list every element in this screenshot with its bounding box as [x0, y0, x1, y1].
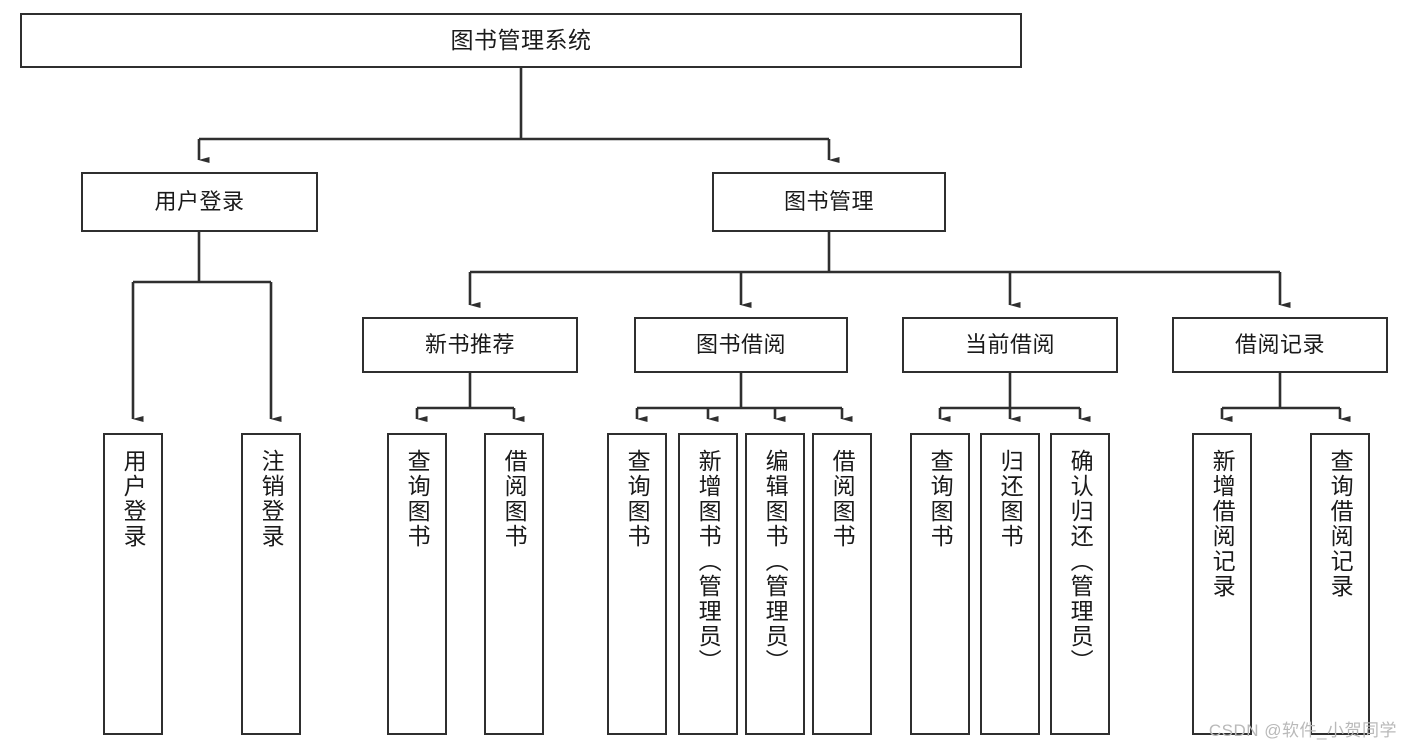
node-label: 确认归还（管理员）: [1067, 449, 1094, 674]
node-label: 用户登录: [120, 449, 147, 549]
node-label: 编辑图书（管理员）: [762, 449, 789, 674]
leaf-add-book-admin[interactable]: 新增图书（管理员）: [678, 433, 738, 735]
node-user-login[interactable]: 用户登录: [81, 172, 318, 232]
node-book-management[interactable]: 图书管理: [712, 172, 946, 232]
node-label: 借阅图书: [829, 449, 856, 549]
leaf-user-login[interactable]: 用户登录: [103, 433, 163, 735]
leaf-borrow-books-1[interactable]: 借阅图书: [484, 433, 544, 735]
leaf-logout-login[interactable]: 注销登录: [241, 433, 301, 735]
node-root-system[interactable]: 图书管理系统: [20, 13, 1022, 68]
node-label: 查询图书: [927, 449, 954, 549]
node-label: 查询图书: [404, 449, 431, 549]
node-book-borrow[interactable]: 图书借阅: [634, 317, 848, 373]
node-label: 当前借阅: [964, 332, 1055, 358]
node-label: 借阅图书: [501, 449, 528, 549]
leaf-confirm-return-admin[interactable]: 确认归还（管理员）: [1050, 433, 1110, 735]
leaf-query-borrow-record[interactable]: 查询借阅记录: [1310, 433, 1370, 735]
leaf-query-books-1[interactable]: 查询图书: [387, 433, 447, 735]
node-label: 图书管理: [783, 189, 874, 215]
node-label: 新增图书（管理员）: [695, 449, 722, 674]
leaf-edit-book-admin[interactable]: 编辑图书（管理员）: [745, 433, 805, 735]
node-label: 查询图书: [624, 449, 651, 549]
leaf-query-books-2[interactable]: 查询图书: [607, 433, 667, 735]
node-label: 新书推荐: [424, 332, 515, 358]
node-label: 归还图书: [997, 449, 1024, 549]
node-new-book-recommend[interactable]: 新书推荐: [362, 317, 578, 373]
leaf-query-books-3[interactable]: 查询图书: [910, 433, 970, 735]
node-borrow-record[interactable]: 借阅记录: [1172, 317, 1388, 373]
node-label: 图书管理系统: [450, 26, 592, 53]
node-label: 查询借阅记录: [1327, 449, 1354, 599]
node-label: 用户登录: [154, 189, 245, 215]
node-current-borrow[interactable]: 当前借阅: [902, 317, 1118, 373]
leaf-borrow-books-2[interactable]: 借阅图书: [812, 433, 872, 735]
node-label: 借阅记录: [1234, 332, 1325, 358]
node-label: 注销登录: [258, 449, 285, 549]
node-label: 新增借阅记录: [1209, 449, 1236, 599]
leaf-return-books[interactable]: 归还图书: [980, 433, 1040, 735]
node-label: 图书借阅: [695, 332, 786, 358]
csdn-watermark: CSDN @软件_小贺同学: [1208, 721, 1397, 740]
leaf-add-borrow-record[interactable]: 新增借阅记录: [1192, 433, 1252, 735]
